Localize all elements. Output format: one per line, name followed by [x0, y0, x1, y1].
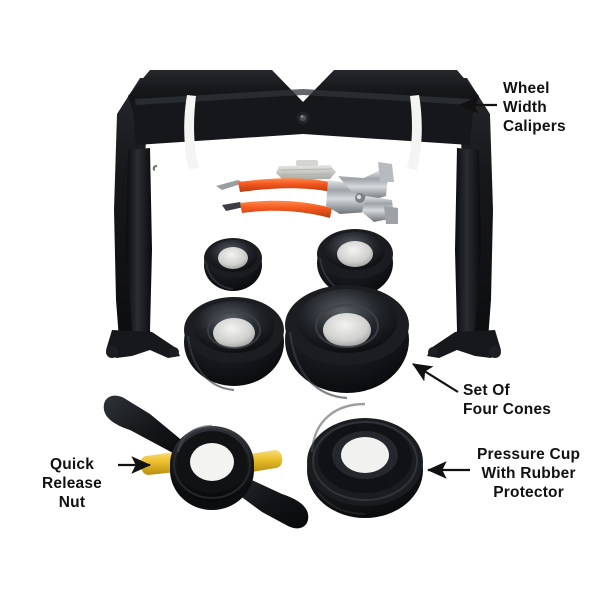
pressure-cup-part [307, 402, 423, 518]
cone-small [204, 238, 262, 291]
hex-allen-key-part [152, 161, 221, 235]
label-set-of-four-cones: Set Of Four Cones [463, 382, 552, 418]
wheel-weight-part [276, 160, 336, 180]
label-wheel-width-calipers: Wheel Width Calipers [503, 80, 566, 135]
wheel-width-calipers-part [106, 70, 501, 358]
quick-release-nut-part [103, 395, 309, 529]
wheel-weight-pliers-part [216, 162, 398, 224]
label-quick-release-nut: Quick Release Nut [41, 456, 102, 511]
cone-extra-large [285, 285, 409, 400]
arrow-set-of-four-cones [412, 363, 459, 393]
label-pressure-cup-with-rubber-protector: Pressure Cup With Rubber Protector [477, 446, 581, 501]
cone-medium [317, 229, 393, 296]
cone-large [184, 297, 284, 391]
